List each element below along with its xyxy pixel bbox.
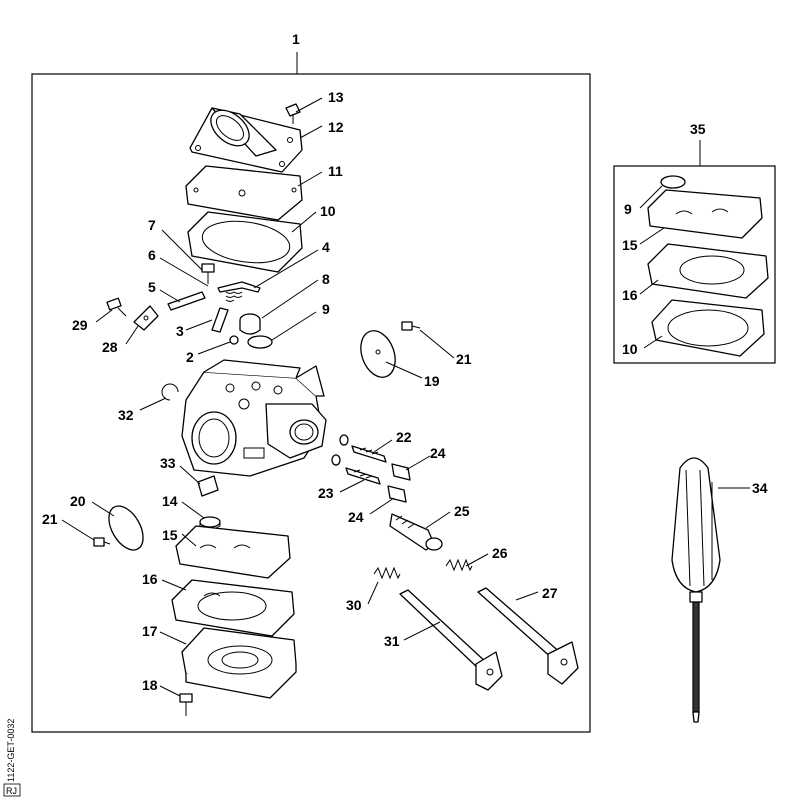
kit-callout-10: 10 — [622, 341, 638, 357]
kit-callout-16: 16 — [622, 287, 638, 303]
callout-11: 11 — [328, 163, 343, 179]
callout-24-bottom: 24 — [348, 509, 364, 525]
part-15-diaphragm — [175, 525, 291, 579]
part-13-screw — [285, 103, 301, 124]
callout-31: 31 — [384, 633, 400, 649]
callout-9: 9 — [322, 301, 330, 317]
part-17-pump-cover — [181, 627, 297, 699]
callout-1: 1 — [292, 31, 300, 47]
callout-10: 10 — [320, 203, 336, 219]
callout-28: 28 — [102, 339, 118, 355]
carburetor-body — [181, 359, 327, 477]
part-9-disc — [247, 335, 273, 349]
part-3-inlet-needle — [211, 307, 229, 333]
callout-5: 5 — [148, 279, 156, 295]
callout-21-bottom: 21 — [42, 511, 58, 527]
callout-15: 15 — [162, 527, 178, 543]
part-7-screw — [201, 263, 215, 284]
part-33-sleeve — [197, 475, 219, 497]
callout-27: 27 — [542, 585, 558, 601]
part-24-cap-a — [391, 463, 411, 481]
callout-26: 26 — [492, 545, 508, 561]
callout-32: 32 — [118, 407, 134, 423]
callout-labels: 1 13 12 11 10 7 4 6 8 5 9 29 3 28 2 21 1… — [42, 31, 768, 693]
callout-22: 22 — [396, 429, 412, 445]
callout-24-top: 24 — [430, 445, 446, 461]
part-23-needle — [331, 454, 381, 485]
callout-3: 3 — [176, 323, 184, 339]
document-badge: RJ — [6, 786, 17, 796]
kit-part-16-gasket — [647, 243, 769, 299]
part-22-needle — [339, 434, 387, 463]
callout-4: 4 — [322, 239, 330, 255]
part-8-spring — [225, 291, 243, 302]
callout-29: 29 — [72, 317, 88, 333]
part-21-screw — [401, 321, 421, 331]
part-25-adjusting-screw — [389, 513, 443, 551]
kit-part-9-disc — [660, 175, 686, 189]
repair-kit-frame — [613, 165, 776, 364]
part-34-screwdriver — [671, 457, 721, 723]
callout-34: 34 — [752, 480, 768, 496]
part-11-diaphragm — [185, 165, 303, 221]
callout-7: 7 — [148, 217, 156, 233]
callout-35: 35 — [690, 121, 706, 137]
part-18-screw — [179, 693, 193, 716]
callout-14: 14 — [162, 493, 178, 509]
part-12-cover — [189, 107, 303, 173]
kit-part-10-gasket — [651, 299, 765, 357]
callout-18: 18 — [142, 677, 158, 693]
callout-12: 12 — [328, 119, 344, 135]
part-28-bracket — [133, 305, 159, 331]
callout-6: 6 — [148, 247, 156, 263]
leader-lines — [61, 97, 750, 697]
part-10-gasket — [187, 211, 303, 273]
callout-19: 19 — [424, 373, 440, 389]
callout-13: 13 — [328, 89, 344, 105]
callout-8: 8 — [322, 271, 330, 287]
callout-20: 20 — [70, 493, 86, 509]
callout-23: 23 — [318, 485, 334, 501]
callout-21-top: 21 — [456, 351, 472, 367]
part-32-clip — [161, 383, 179, 401]
callout-2: 2 — [186, 349, 194, 365]
part-26-spring — [445, 558, 473, 572]
part-5-pin — [167, 291, 206, 311]
callout-25: 25 — [454, 503, 470, 519]
document-badge-box — [3, 783, 21, 797]
part-19-cover-plate — [360, 330, 396, 378]
main-assembly-frame — [31, 73, 591, 733]
part-4-lever — [217, 281, 261, 293]
callout-33: 33 — [160, 455, 176, 471]
document-id: 1122-GET-0032 — [6, 719, 16, 782]
kit-part-15-diaphragm — [647, 189, 763, 239]
callout-30: 30 — [346, 597, 362, 613]
part-31-shaft — [399, 589, 503, 691]
callout-17: 17 — [142, 623, 158, 639]
callout-16: 16 — [142, 571, 158, 587]
part-8-cap — [239, 313, 261, 335]
part-27-shaft — [477, 587, 579, 685]
part-2-ring — [229, 335, 239, 345]
part-20-disc — [108, 505, 144, 551]
part-29-screw — [106, 297, 127, 317]
part-24-cap-b — [387, 485, 407, 503]
part-30-spring — [373, 566, 401, 580]
part-21-screw-b — [93, 537, 111, 547]
part-16-gasket — [171, 579, 295, 637]
kit-callout-9: 9 — [624, 201, 632, 217]
kit-callout-15: 15 — [622, 237, 638, 253]
